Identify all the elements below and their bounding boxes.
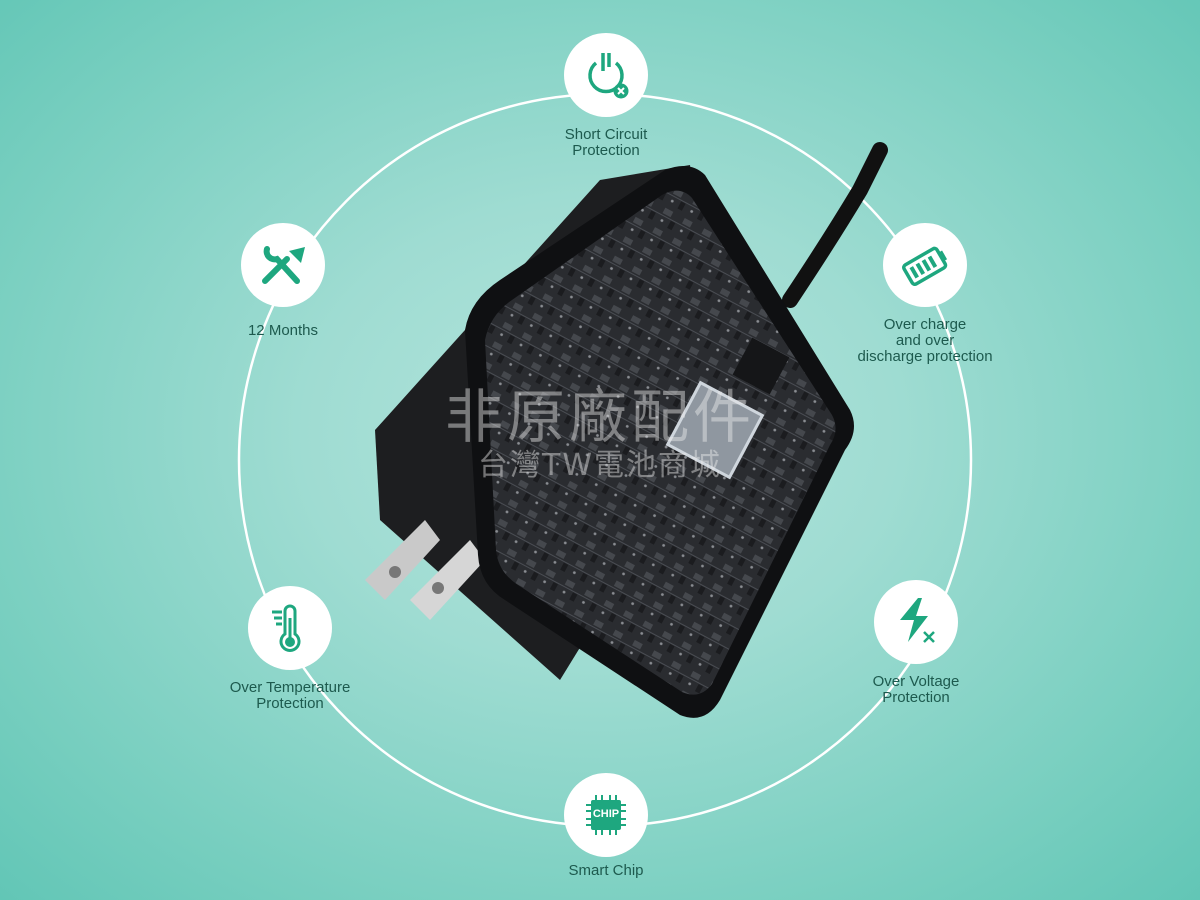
thermometer-icon: [248, 586, 332, 670]
chip-text: CHIP: [592, 808, 620, 820]
tools-icon: [241, 223, 325, 307]
chip-icon: CHIP: [564, 773, 648, 857]
feature-label: Over Voltage Protection: [872, 673, 960, 706]
feature-label: Over Temperature Protection: [229, 679, 351, 712]
feature-label: Smart Chip: [568, 862, 644, 879]
feature-short-circuit: Short Circuit Protection: [496, 33, 716, 159]
feature-smart-chip: CHIP Smart Chip: [496, 773, 716, 879]
feature-over-voltage: Over Voltage Protection: [806, 580, 1026, 706]
feature-label: 12 Months: [247, 322, 319, 339]
feature-warranty: 12 Months: [173, 223, 393, 339]
feature-over-charge: Over charge and over discharge protectio…: [815, 223, 1035, 365]
lightning-icon: [874, 580, 958, 664]
battery-icon: [883, 223, 967, 307]
feature-label: Over charge and over discharge protectio…: [857, 316, 993, 365]
feature-over-temperature: Over Temperature Protection: [180, 586, 400, 712]
power-off-icon: [564, 33, 648, 117]
feature-label: Short Circuit Protection: [564, 126, 648, 159]
